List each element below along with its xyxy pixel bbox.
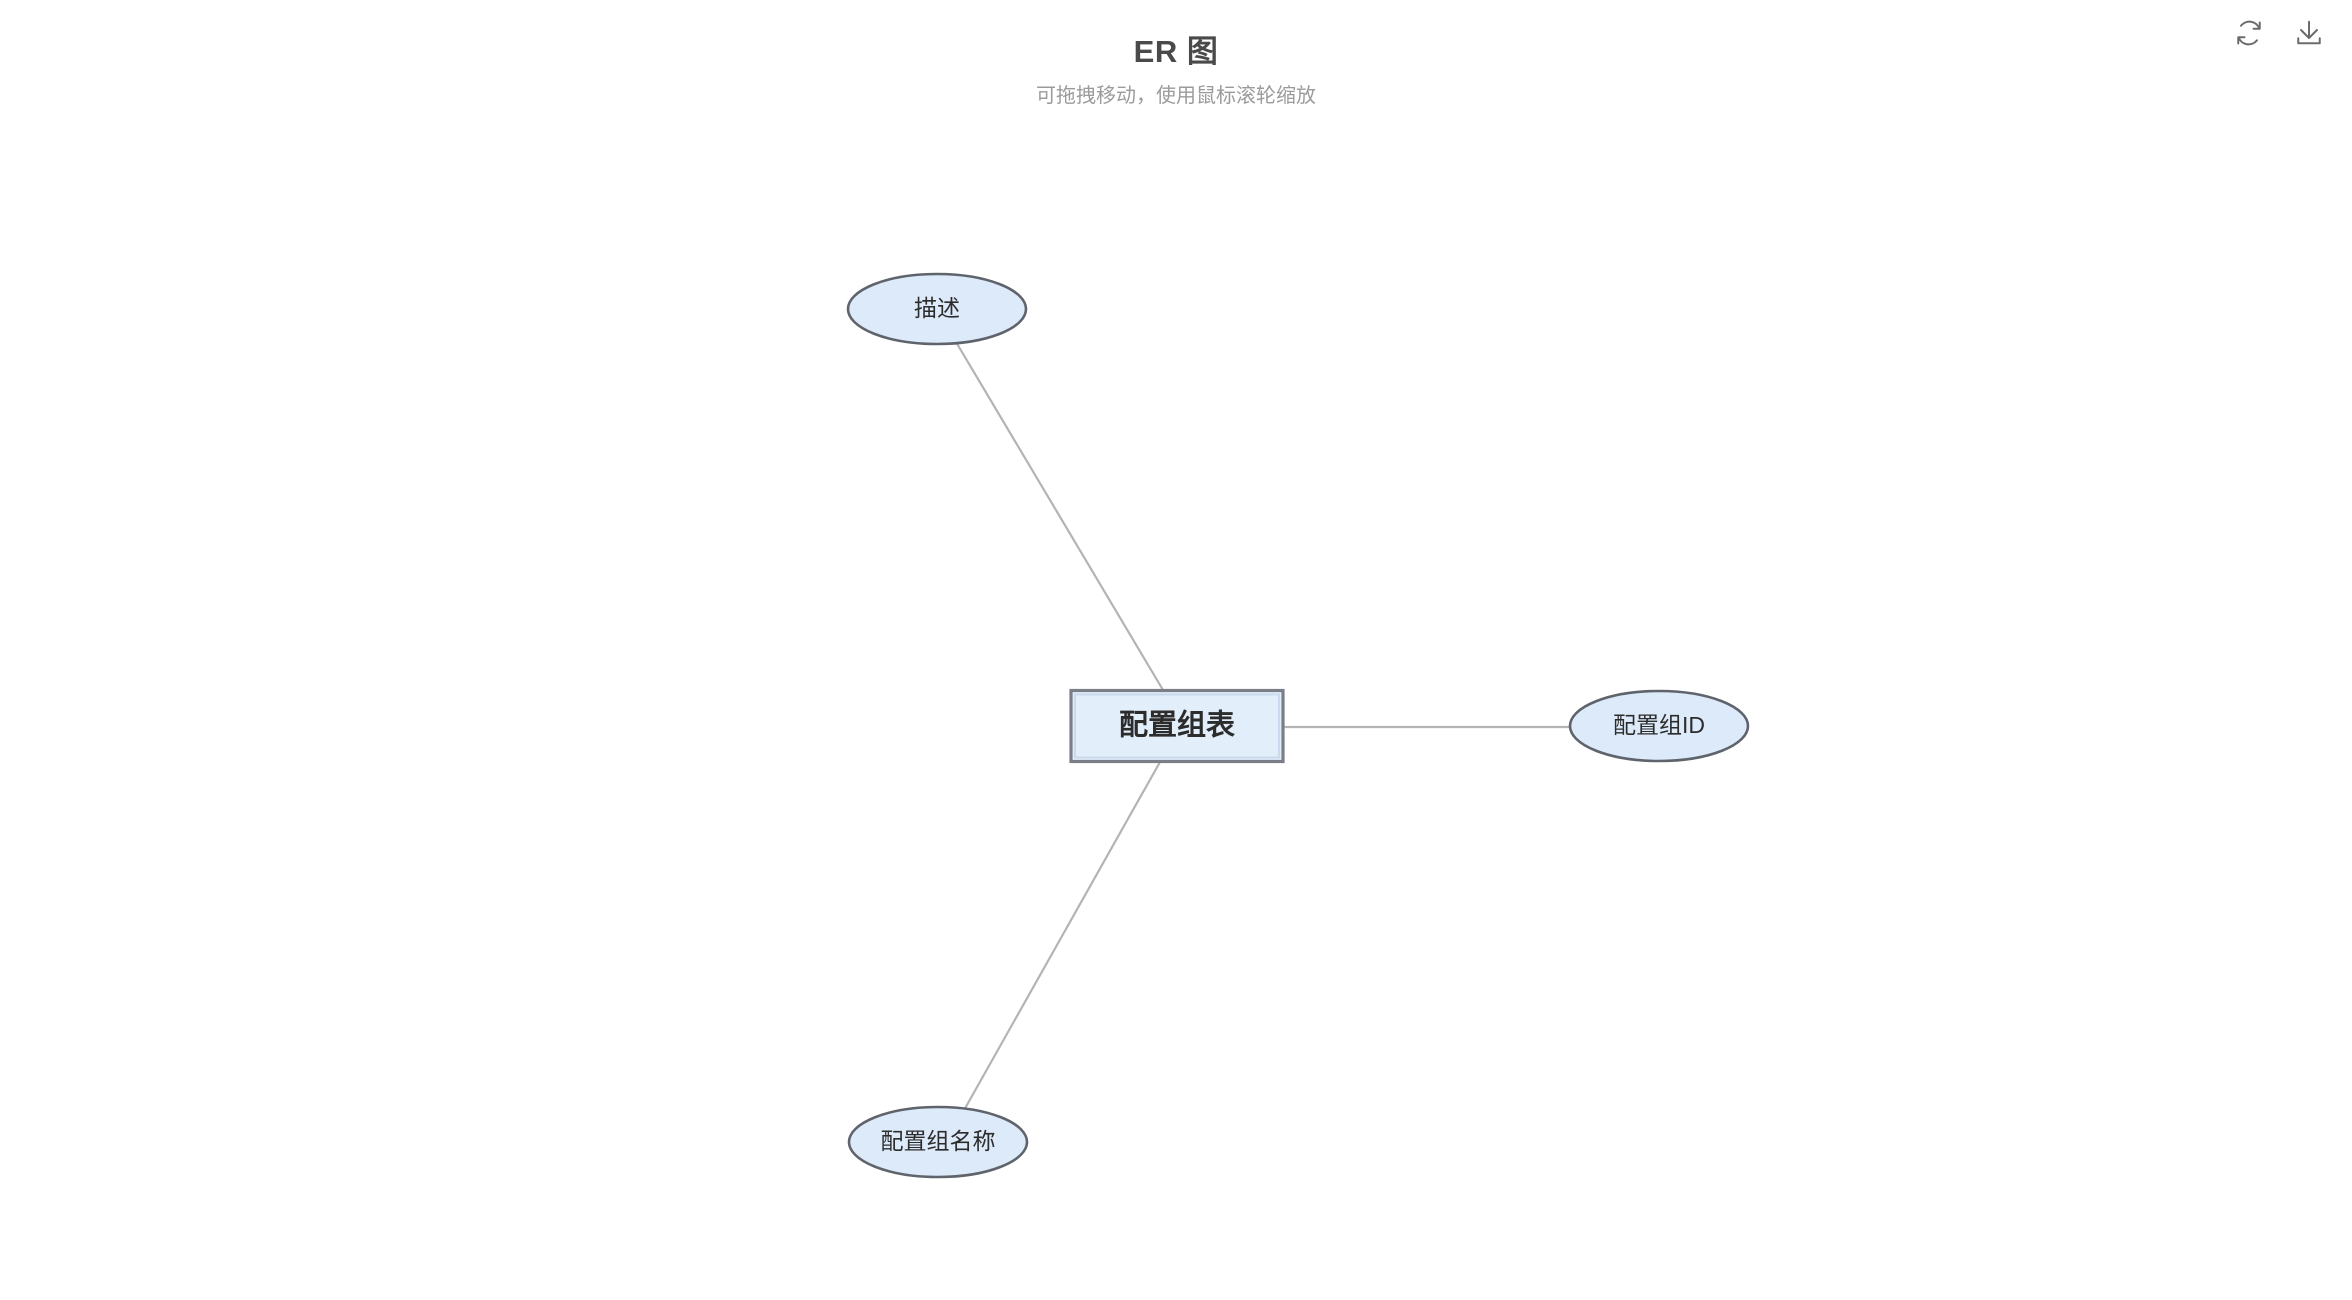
- attribute-node-config_group_name[interactable]: 配置组名称: [847, 1105, 1029, 1179]
- entity-shape-inner-border: [1074, 693, 1280, 759]
- attribute-node-config_group_id[interactable]: 配置组ID: [1568, 689, 1750, 763]
- download-icon: [2294, 18, 2324, 48]
- attribute-shape[interactable]: [847, 1105, 1029, 1179]
- attribute-label: 描述: [914, 295, 960, 321]
- entity-label: 配置组表: [1119, 708, 1235, 742]
- attribute-shape[interactable]: [846, 272, 1028, 346]
- attribute-node-description[interactable]: 描述: [846, 272, 1028, 346]
- attribute-shape[interactable]: [1568, 689, 1750, 763]
- edges-layer: [955, 341, 1571, 1113]
- entity-node-config_group_table[interactable]: 配置组表: [1069, 688, 1285, 764]
- toolbar: [2228, 0, 2352, 54]
- entity-shape[interactable]: [1069, 688, 1285, 764]
- refresh-icon: [2234, 18, 2264, 48]
- edge-description-to-config_group_table: [955, 341, 1164, 691]
- attribute-label: 配置组名称: [881, 1128, 996, 1154]
- download-button[interactable]: [2288, 12, 2330, 54]
- attribute-label: 配置组ID: [1613, 712, 1705, 738]
- refresh-button[interactable]: [2228, 12, 2270, 54]
- edge-config_group_name-to-config_group_table: [962, 761, 1161, 1113]
